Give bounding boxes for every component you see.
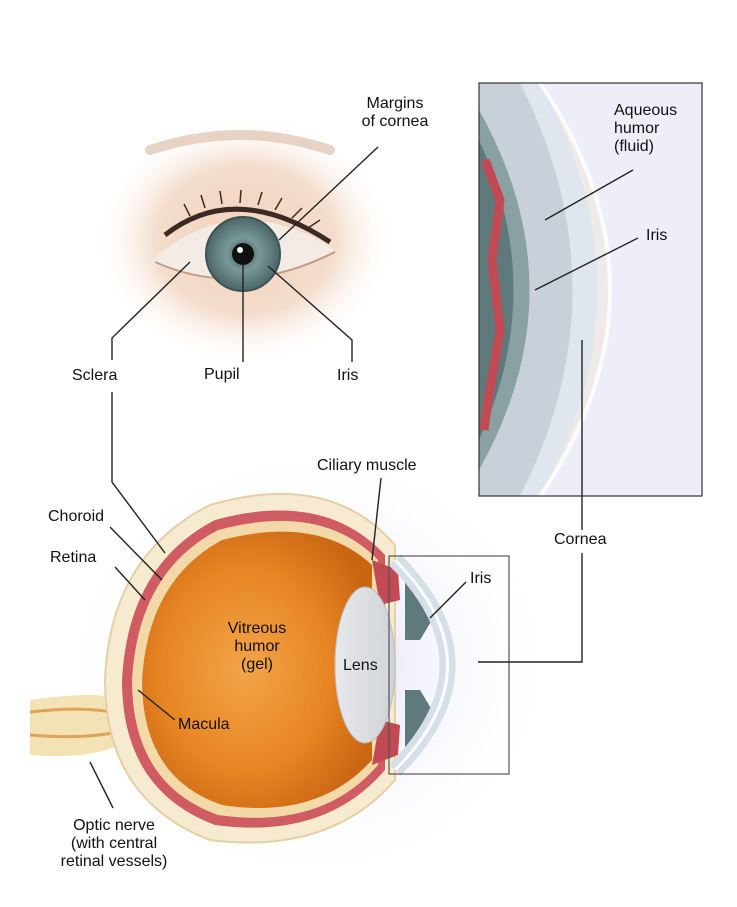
- label-cornea: Cornea: [554, 531, 607, 548]
- label-retina: Retina: [50, 549, 97, 566]
- leader-lines: [89, 146, 639, 809]
- label-choroid: Choroid: [48, 508, 105, 525]
- label-iris-front: Iris: [337, 367, 359, 384]
- label-lens: Lens: [343, 657, 378, 674]
- label-sclera: Sclera: [72, 367, 118, 384]
- label-pupil: Pupil: [204, 366, 240, 383]
- label-iris-inset: Iris: [646, 227, 668, 244]
- cross-section-illustration: [29, 445, 560, 885]
- label-iris-section: Iris: [470, 570, 492, 587]
- label-aqueous-humor: Aqueous humor (fluid): [614, 102, 678, 155]
- label-margins-of-cornea: Margins of cornea: [361, 95, 429, 130]
- label-ciliary-muscle: Ciliary muscle: [317, 457, 417, 474]
- label-vitreous-humor: Vitreous humor (gel): [227, 620, 287, 673]
- inset-cornea-illustration: [478, 82, 703, 497]
- front-eye-illustration: [95, 115, 395, 365]
- label-optic-nerve: Optic nerve (with central retinal vessel…: [60, 817, 168, 870]
- label-macula: Macula: [178, 716, 230, 733]
